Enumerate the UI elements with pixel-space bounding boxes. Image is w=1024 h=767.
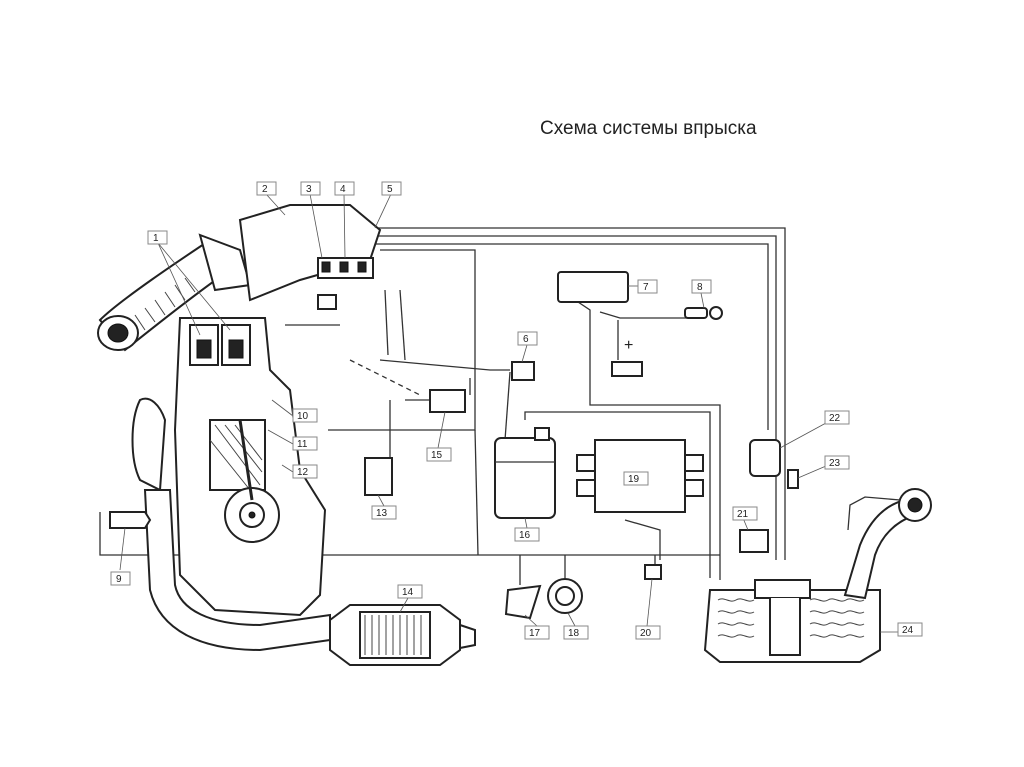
callout-13: 13 [371,505,397,520]
callout-18: 18 [563,625,589,640]
callout-1: 1 [147,230,168,245]
callout-17-label: 17 [529,628,541,639]
callout-20-label: 20 [640,628,652,639]
callout-11-label: 11 [297,439,308,450]
callout-22: 22 [824,410,850,425]
callout-6-label: 6 [523,334,529,345]
callout-3-label: 3 [306,184,312,195]
relay-and-ignition: + [557,271,723,377]
callout-17: 17 [524,625,550,640]
callout-12: 12 [292,464,318,479]
callout-23: 23 [824,455,850,470]
callout-4: 4 [334,181,355,196]
callout-1-label: 1 [153,233,159,244]
callout-9-label: 9 [116,574,122,585]
callout-21-label: 21 [737,509,749,520]
callout-14: 14 [397,584,423,599]
exhaust-system [131,397,331,652]
callout-21: 21 [732,506,758,521]
callout-3: 3 [300,181,321,196]
fuel-filter [749,439,799,489]
callout-9: 9 [110,571,131,586]
callout-2-label: 2 [262,184,268,195]
callout-5-label: 5 [387,184,393,195]
callout-10: 10 [292,408,318,423]
callout-10-label: 10 [297,411,309,422]
callout-13-label: 13 [376,508,388,519]
callout-8-label: 8 [697,282,703,293]
throttle-assembly [317,257,374,310]
callout-23-label: 23 [829,458,841,469]
callout-labels: 1 2 3 4 5 6 7 8 9 10 11 12 13 14 15 16 1… [110,181,923,640]
small-sensors [364,361,769,620]
callout-14-label: 14 [402,587,414,598]
callout-19: 19 [623,471,649,486]
oxygen-sensor [109,511,152,529]
fuel-tank [703,488,932,663]
callout-6: 6 [517,331,538,346]
callout-2: 2 [256,181,277,196]
callout-19-label: 19 [628,474,640,485]
callout-24: 24 [897,622,923,637]
callout-22-label: 22 [829,413,841,424]
callout-15-label: 15 [431,450,443,461]
callout-8: 8 [691,279,712,294]
callout-4-label: 4 [340,184,346,195]
harness-lines [99,227,786,585]
battery-plus-sign: + [624,337,633,354]
callout-16: 16 [514,527,540,542]
diagram-title: Схема системы впрыска [540,118,757,139]
callout-18-label: 18 [568,628,580,639]
callout-5: 5 [381,181,402,196]
callout-7: 7 [637,279,658,294]
callout-20: 20 [635,625,661,640]
callout-11: 11 [292,436,318,451]
callout-16-label: 16 [519,530,531,541]
leader-lines [119,193,898,633]
catalytic-converter [329,604,476,666]
callout-15: 15 [426,447,452,462]
adsorber-canister [494,427,556,519]
callout-12-label: 12 [297,467,309,478]
callout-7-label: 7 [643,282,649,293]
engine-block [173,317,327,617]
air-intake-hose [97,204,382,352]
callout-24-label: 24 [902,625,914,636]
